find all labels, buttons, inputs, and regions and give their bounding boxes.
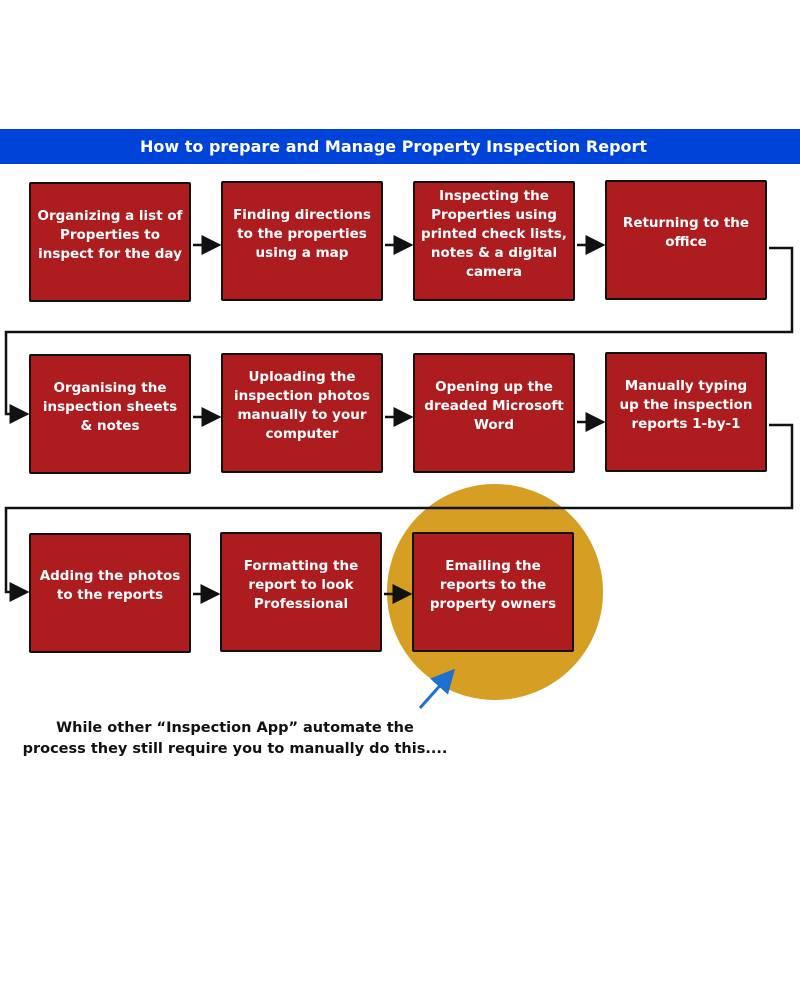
title-bar: How to prepare and Manage Property Inspe… [0, 129, 800, 164]
pointer-arrow [418, 668, 455, 709]
step-6: Uploading the inspection photos manually… [221, 353, 383, 473]
arrow [4, 246, 794, 424]
caption: While other “Inspection App” automate th… [20, 718, 450, 760]
step-9: Adding the photos to the reports [29, 533, 191, 653]
caption-line-1: While other “Inspection App” automate th… [56, 720, 414, 736]
step-11: Emailing the reports to the property own… [412, 532, 574, 652]
title: How to prepare and Manage Property Inspe… [140, 137, 648, 156]
step-10: Formatting the report to look Profession… [220, 532, 382, 652]
arrow [4, 423, 794, 602]
step-2: Finding directions to the properties usi… [221, 181, 383, 301]
step-1: Organizing a list of Properties to inspe… [29, 182, 191, 302]
caption-line-2: process they still require you to manual… [22, 741, 448, 757]
step-7: Opening up the dreaded Microsoft Word [413, 353, 575, 473]
step-3: Inspecting the Properties using printed … [413, 181, 575, 301]
step-8: Manually typing up the inspection report… [605, 352, 767, 472]
step-5: Organising the inspection sheets & notes [29, 354, 191, 474]
step-4: Returning to the office [605, 180, 767, 300]
